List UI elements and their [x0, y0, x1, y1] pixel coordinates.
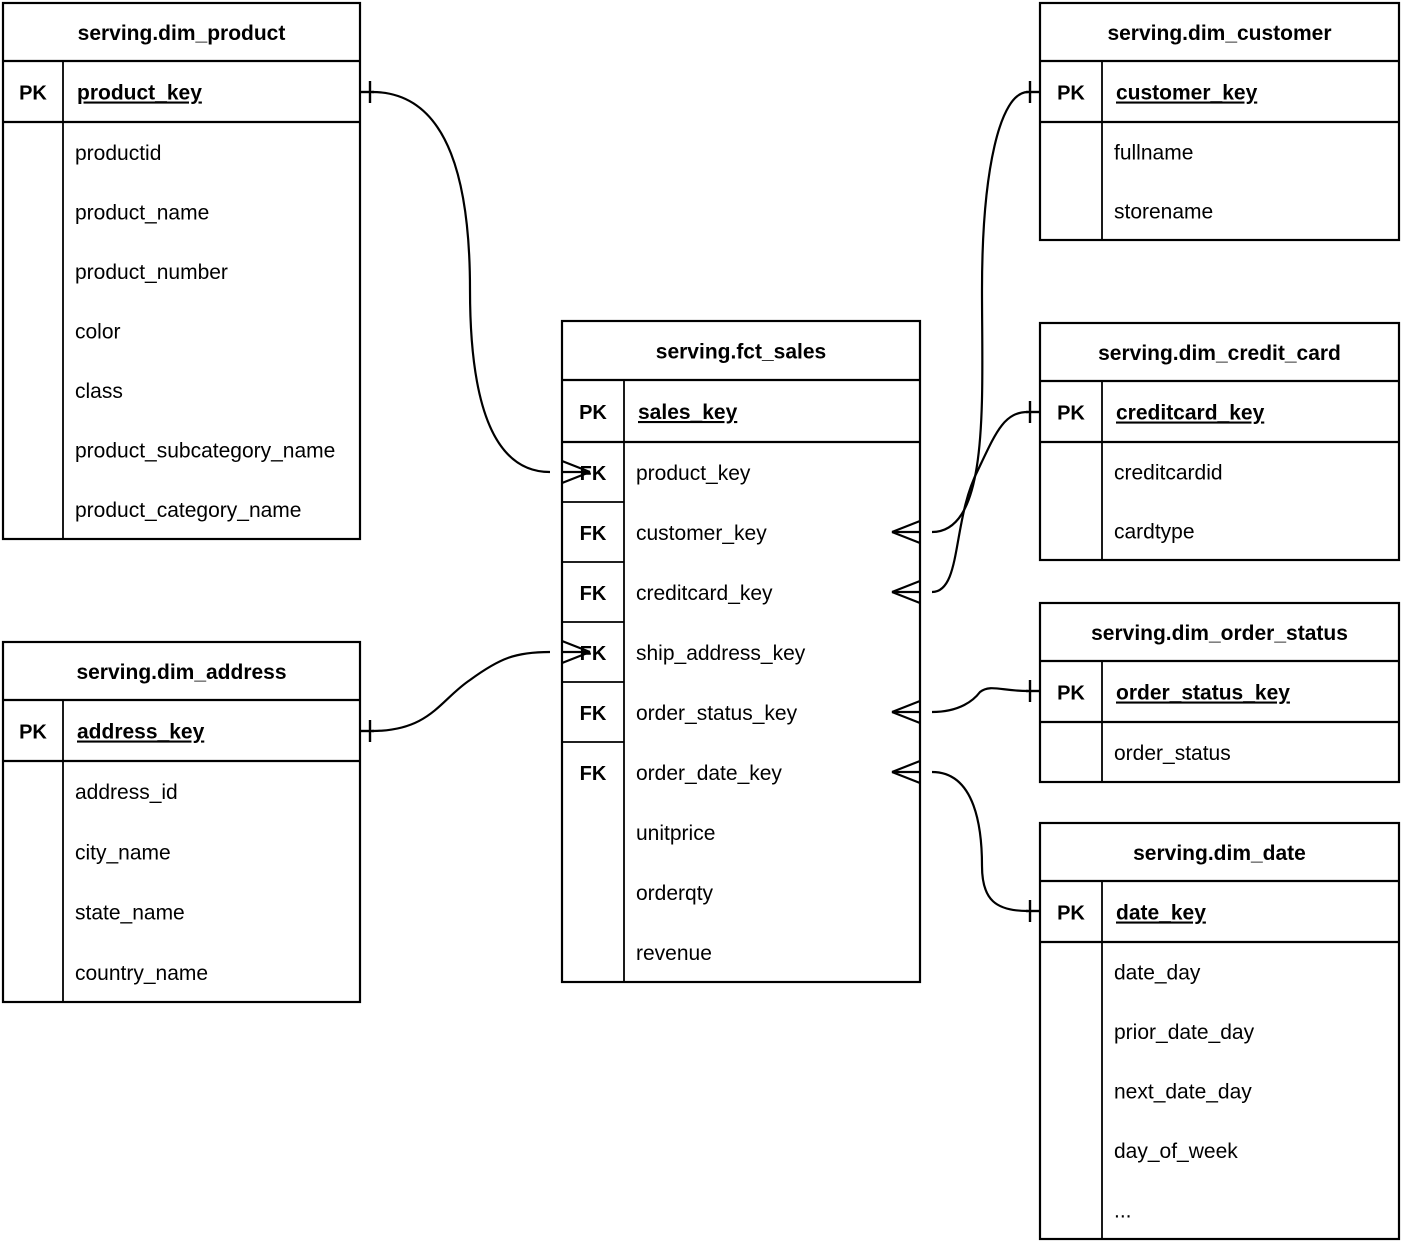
crowsfoot-prong-up-address-to-sales	[561, 639, 591, 654]
relationship-line-sales-to-date	[931, 770, 1029, 913]
pk-field-dim_credit_card: creditcard_key	[1116, 402, 1265, 425]
pk-field-fct_sales: sales_key	[638, 401, 738, 424]
pk-label-dim_product: PK	[19, 83, 47, 105]
crowsfoot-prong-up-sales-to-order-status	[891, 699, 921, 714]
table-border-dim_date	[1038, 821, 1401, 1241]
table-border-fct_sales	[560, 319, 922, 984]
fk-label-fct_sales-3: FK	[580, 643, 607, 665]
attr-fct_sales-0: product_key	[636, 462, 751, 485]
attr-dim_credit_card-1: cardtype	[1114, 521, 1195, 544]
attr-fct_sales-7: orderqty	[636, 882, 714, 905]
pk-label-dim_credit_card: PK	[1057, 403, 1085, 425]
attr-fct_sales-8: revenue	[636, 942, 712, 965]
attr-dim_address-1: city_name	[75, 841, 171, 864]
crowsfoot-prong-dn-sales-to-customer	[891, 530, 921, 545]
table-title-dim_address: serving.dim_address	[76, 661, 286, 684]
attr-dim_product-3: color	[75, 321, 121, 344]
crowsfoot-prong-dn-sales-to-order-status	[891, 710, 921, 725]
attr-dim_date-1: prior_date_day	[1114, 1021, 1255, 1044]
relationship-sales-to-credit-card[interactable]	[891, 401, 1040, 605]
crowsfoot-prong-dn-address-to-sales	[561, 650, 591, 665]
relationship-address-to-sales[interactable]	[360, 639, 591, 742]
pk-field-dim_address: address_key	[77, 721, 205, 744]
attr-dim_order_status-0: order_status	[1114, 742, 1231, 765]
crowsfoot-prong-dn-sales-to-date	[891, 770, 921, 785]
fk-label-fct_sales-4: FK	[580, 703, 607, 725]
relationship-sales-to-order-status[interactable]	[891, 680, 1040, 725]
pk-label-dim_date: PK	[1057, 903, 1085, 925]
crowsfoot-prong-dn-sales-to-credit-card	[891, 590, 921, 605]
pk-label-fct_sales: PK	[579, 402, 607, 424]
attr-dim_product-4: class	[75, 380, 123, 403]
attr-dim_address-3: country_name	[75, 962, 208, 985]
fk-label-fct_sales-1: FK	[580, 523, 607, 545]
table-title-dim_order_status: serving.dim_order_status	[1091, 622, 1348, 645]
fk-label-fct_sales-5: FK	[580, 763, 607, 785]
crowsfoot-prong-up-sales-to-date	[891, 759, 921, 774]
attr-dim_product-5: product_subcategory_name	[75, 440, 335, 463]
fk-label-fct_sales-0: FK	[580, 463, 607, 485]
attr-dim_address-2: state_name	[75, 902, 185, 925]
attr-fct_sales-5: order_date_key	[636, 762, 782, 785]
table-border-dim_address	[1, 640, 362, 1004]
attr-dim_address-0: address_id	[75, 781, 178, 804]
table-border-dim_order_status	[1038, 601, 1401, 784]
attr-dim_date-2: next_date_day	[1114, 1081, 1252, 1104]
table-title-dim_product: serving.dim_product	[78, 22, 286, 45]
pk-field-dim_product: product_key	[77, 82, 202, 105]
relationship-line-product-to-sales	[371, 90, 551, 474]
pk-field-dim_customer: customer_key	[1116, 82, 1258, 105]
pk-field-dim_order_status: order_status_key	[1116, 682, 1290, 705]
attr-fct_sales-4: order_status_key	[636, 702, 798, 725]
crowsfoot-prong-dn-product-to-sales	[561, 470, 591, 485]
pk-field-dim_date: date_key	[1116, 902, 1206, 925]
attr-fct_sales-1: customer_key	[636, 522, 767, 545]
attr-dim_customer-0: fullname	[1114, 142, 1193, 165]
crowsfoot-prong-up-product-to-sales	[561, 459, 591, 474]
attr-dim_date-3: day_of_week	[1114, 1140, 1238, 1163]
fk-label-fct_sales-2: FK	[580, 583, 607, 605]
attr-dim_product-0: productid	[75, 142, 161, 165]
attr-dim_date-0: date_day	[1114, 962, 1201, 985]
relationship-line-sales-to-customer	[931, 90, 1029, 534]
attr-fct_sales-6: unitprice	[636, 822, 715, 845]
relationship-line-sales-to-credit-card	[931, 410, 1029, 594]
attr-dim_date-4: ...	[1114, 1199, 1132, 1222]
table-title-fct_sales: serving.fct_sales	[656, 341, 826, 364]
attr-dim_customer-1: storename	[1114, 201, 1213, 224]
relationship-sales-to-customer[interactable]	[891, 81, 1040, 545]
attr-fct_sales-3: ship_address_key	[636, 642, 806, 665]
relationship-sales-to-date[interactable]	[891, 759, 1040, 922]
pk-label-dim_customer: PK	[1057, 83, 1085, 105]
crowsfoot-prong-up-sales-to-credit-card	[891, 579, 921, 594]
attr-dim_product-6: product_category_name	[75, 499, 301, 522]
relationship-line-sales-to-order-status	[931, 687, 1029, 714]
pk-label-dim_order_status: PK	[1057, 683, 1085, 705]
attr-fct_sales-2: creditcard_key	[636, 582, 773, 605]
crowsfoot-prong-up-sales-to-customer	[891, 519, 921, 534]
table-title-dim_credit_card: serving.dim_credit_card	[1098, 342, 1341, 365]
attr-dim_product-1: product_name	[75, 201, 209, 224]
relationship-product-to-sales[interactable]	[360, 81, 591, 485]
table-title-dim_date: serving.dim_date	[1133, 842, 1306, 865]
attr-dim_product-2: product_number	[75, 261, 228, 284]
relationship-line-address-to-sales	[371, 650, 551, 733]
table-title-dim_customer: serving.dim_customer	[1107, 22, 1331, 45]
pk-label-dim_address: PK	[19, 722, 47, 744]
attr-dim_credit_card-0: creditcardid	[1114, 462, 1223, 485]
